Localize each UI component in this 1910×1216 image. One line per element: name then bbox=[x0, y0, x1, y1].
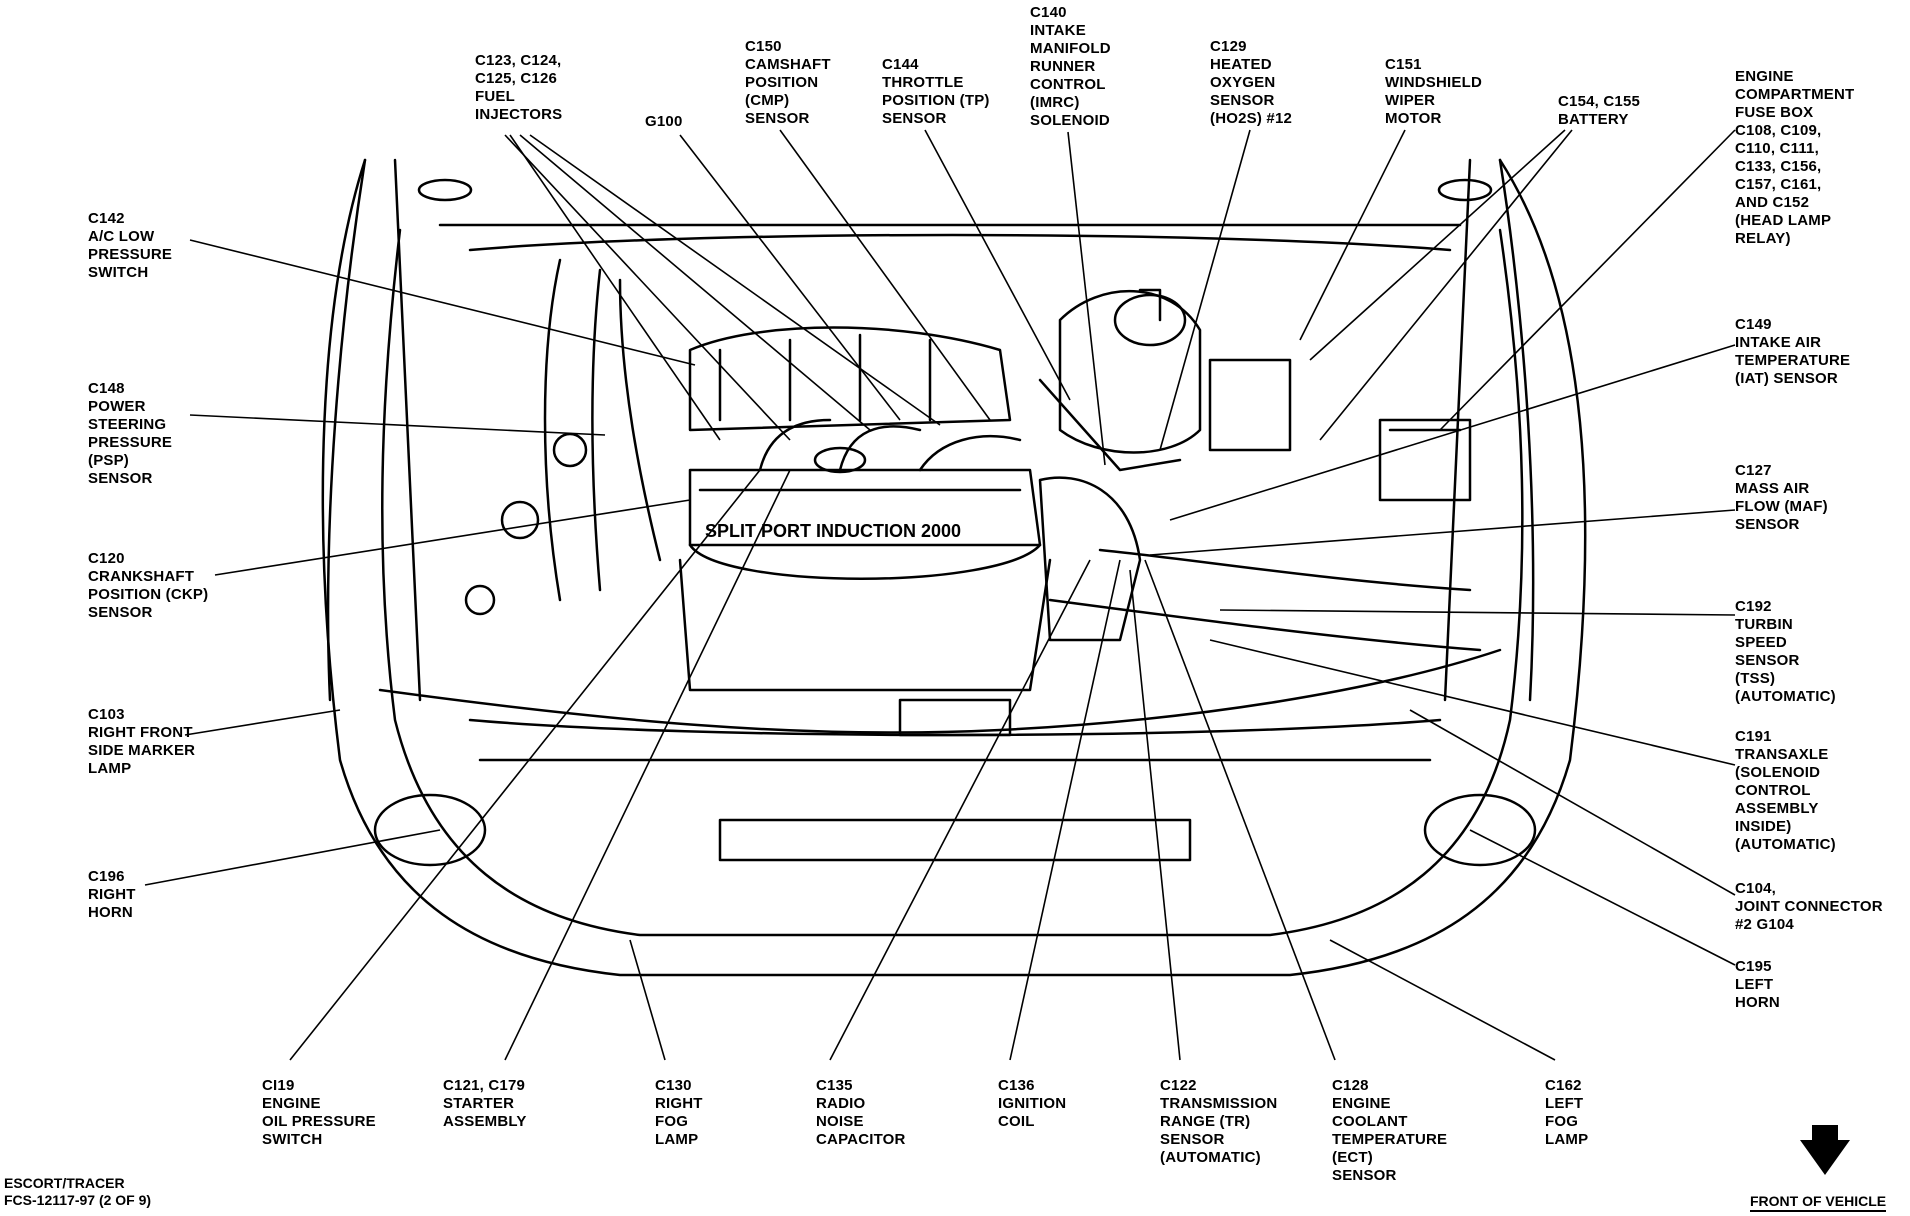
label-c144-tp-sensor: C144 THROTTLE POSITION (TP) SENSOR bbox=[882, 56, 990, 127]
label-c128-ect-sensor: C128 ENGINE COOLANT TEMPERATURE (ECT) SE… bbox=[1332, 1077, 1448, 1184]
leader-line-c149 bbox=[1169, 344, 1736, 521]
leader-line-c121 bbox=[504, 469, 791, 1061]
leader-line-c148 bbox=[189, 414, 606, 436]
leader-line-c150 bbox=[779, 129, 991, 421]
figure-id: ESCORT/TRACER FCS-12117-97 (2 OF 9) bbox=[4, 1175, 152, 1208]
leader-line-c136 bbox=[1009, 559, 1121, 1061]
leader-line-c151 bbox=[1299, 129, 1406, 341]
label-c150-cmp-sensor: C150 CAMSHAFT POSITION (CMP) SENSOR bbox=[745, 38, 831, 127]
label-c127-maf-sensor: C127 MASS AIR FLOW (MAF) SENSOR bbox=[1735, 462, 1828, 533]
label-c122-tr-sensor: C122 TRANSMISSION RANGE (TR) SENSOR (AUT… bbox=[1160, 1077, 1278, 1166]
leader-line-c154 bbox=[1309, 129, 1566, 361]
leader-line-c196 bbox=[144, 829, 441, 886]
front-arrow-icon bbox=[1800, 1125, 1850, 1175]
label-c103-side-marker: C103 RIGHT FRONT SIDE MARKER LAMP bbox=[88, 706, 196, 777]
label-c140-imrc-solenoid: C140 INTAKE MANIFOLD RUNNER CONTROL (IMR… bbox=[1030, 4, 1111, 129]
leader-line-c129 bbox=[1159, 129, 1251, 451]
leader-line-c123 bbox=[509, 134, 721, 441]
label-c129-ho2s: C129 HEATED OXYGEN SENSOR (HO2S) #12 bbox=[1210, 38, 1293, 127]
leader-line-fusebox bbox=[1439, 129, 1736, 431]
label-c162-left-fog-lamp: C162 LEFT FOG LAMP bbox=[1545, 1077, 1589, 1148]
label-c136-ignition-coil: C136 IGNITION COIL bbox=[998, 1077, 1067, 1130]
label-c120-ckp-sensor: C120 CRANKSHAFT POSITION (CKP) SENSOR bbox=[88, 550, 209, 621]
label-c104-joint-connector: C104, JOINT CONNECTOR #2 G104 bbox=[1735, 880, 1883, 933]
leader-line-c140 bbox=[1067, 131, 1106, 466]
label-c154-battery: C154, C155 BATTERY bbox=[1558, 93, 1641, 128]
label-c135-radio-capacitor: C135 RADIO NOISE CAPACITOR bbox=[816, 1077, 906, 1148]
leader-line-c122 bbox=[1129, 569, 1181, 1061]
leader-line-c123 bbox=[504, 134, 791, 441]
leader-line-c162 bbox=[1329, 939, 1556, 1061]
label-c195-left-horn: C195 LEFT HORN bbox=[1735, 958, 1780, 1011]
leader-line-c119 bbox=[289, 469, 761, 1061]
label-g100: G100 bbox=[645, 113, 683, 130]
label-c142-ac-switch: C142 A/C LOW PRESSURE SWITCH bbox=[88, 210, 173, 281]
label-c130-right-fog-lamp: C130 RIGHT FOG LAMP bbox=[655, 1077, 703, 1148]
leader-line-c120 bbox=[214, 499, 691, 576]
leader-line-c195 bbox=[1469, 829, 1736, 966]
leader-line-c103 bbox=[184, 709, 341, 736]
leader-line-c144 bbox=[924, 129, 1071, 401]
leader-line-c154 bbox=[1319, 129, 1573, 441]
leader-line-c104 bbox=[1409, 709, 1736, 896]
label-c151-wiper-motor: C151 WINDSHIELD WIPER MOTOR bbox=[1385, 56, 1482, 127]
leader-line-c127 bbox=[1149, 509, 1736, 556]
label-c123-fuel-injectors: C123, C124, C125, C126 FUEL INJECTORS bbox=[475, 52, 563, 123]
leader-line-c191 bbox=[1209, 639, 1736, 766]
leader-line-c128 bbox=[1144, 559, 1336, 1061]
label-c148-psp-sensor: C148 POWER STEERING PRESSURE (PSP) SENSO… bbox=[88, 380, 173, 487]
label-c192-tss: C192 TURBIN SPEED SENSOR (TSS) (AUTOMATI… bbox=[1735, 598, 1836, 705]
label-c119-oil-pressure-switch: CI19 ENGINE OIL PRESSURE SWITCH bbox=[262, 1077, 376, 1148]
leader-line-c123 bbox=[519, 134, 871, 431]
leader-line-c142 bbox=[189, 239, 696, 366]
leader-line-g100 bbox=[679, 134, 901, 421]
leader-line-c192 bbox=[1219, 609, 1736, 616]
leader-line-c130 bbox=[629, 939, 666, 1061]
label-c149-iat-sensor: C149 INTAKE AIR TEMPERATURE (IAT) SENSOR bbox=[1735, 316, 1851, 387]
label-c196-right-horn: C196 RIGHT HORN bbox=[88, 868, 136, 921]
leader-line-c123 bbox=[529, 134, 941, 426]
label-c121-starter: C121, C179 STARTER ASSEMBLY bbox=[443, 1077, 527, 1130]
label-fuse-box: ENGINE COMPARTMENT FUSE BOX C108, C109, … bbox=[1735, 68, 1855, 247]
leader-line-c135 bbox=[829, 559, 1091, 1061]
engine-badge: SPLIT PORT INDUCTION 2000 bbox=[705, 521, 961, 541]
label-c191-transaxle: C191 TRANSAXLE (SOLENOID CONTROL ASSEMBL… bbox=[1735, 728, 1836, 853]
front-of-vehicle-label: FRONT OF VEHICLE bbox=[1750, 1193, 1887, 1212]
leader-lines bbox=[144, 129, 1736, 1061]
